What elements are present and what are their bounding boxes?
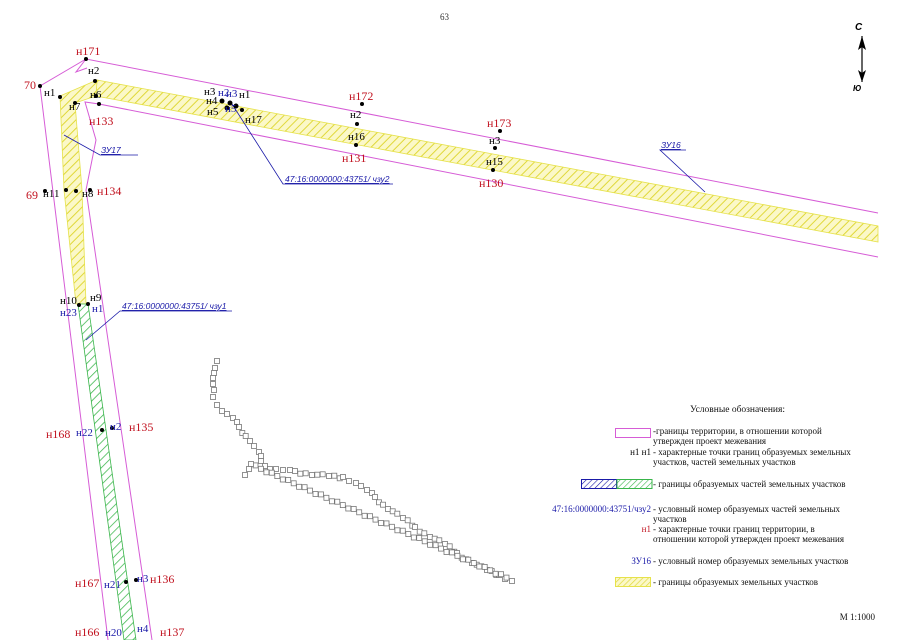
point-label-n137: н137 xyxy=(160,625,184,639)
point-label-n168: н168 xyxy=(46,427,70,441)
legend-parcel-number-code: ЗУ16 xyxy=(631,556,651,566)
point-label-69: 69 xyxy=(26,188,38,202)
point-label-b-n6: н6 xyxy=(90,89,102,101)
point-label-u-n3: н3 xyxy=(137,573,149,585)
point-label-n173: н173 xyxy=(487,116,511,130)
point-label-b-n2-mid: н2 xyxy=(350,109,361,121)
compass-south-label: Ю xyxy=(853,84,862,93)
point-label-b-n9: н9 xyxy=(90,292,102,304)
legend-text: - границы образуемых земельных участков xyxy=(653,577,819,587)
point-label-b-n2: н2 xyxy=(88,65,99,77)
point-label-b-n8: н8 xyxy=(82,188,94,200)
leader-label-chzu1: 47:16:0000000:43751/ чзу1 xyxy=(122,301,227,311)
leader-label-zu16: ЗУ16 xyxy=(661,140,681,150)
leader-label-chzu2: 47:16:0000000:43751/ чзу2 xyxy=(285,174,390,184)
legend-parcels-swatch xyxy=(615,577,651,587)
point-label-u-n21: н21 xyxy=(104,579,121,591)
territory-boundary xyxy=(39,58,879,640)
legend-text: - условный номер образуемых частей земел… xyxy=(653,504,841,524)
point-label-u-n22: н22 xyxy=(76,427,93,439)
point-label-u-n4: н4 xyxy=(137,623,149,635)
point-label-u-n2-top: н2 xyxy=(218,87,229,99)
point-label-n171: н171 xyxy=(76,44,100,58)
point-label-u-n23: н23 xyxy=(60,307,77,319)
point-label-b-n3: н3 xyxy=(204,86,216,98)
legend-part-number-code: 47:16:0000000:43751/чзу2 xyxy=(552,504,651,514)
point-label-70: 70 xyxy=(24,78,36,92)
point-label-u-n5-top: н5 xyxy=(225,103,237,115)
point-label-n130: н130 xyxy=(479,176,503,190)
point-label-b-n10: н10 xyxy=(60,295,77,307)
point-label-b-n17: н17 xyxy=(245,114,262,126)
point-label-b-n1: н1 xyxy=(44,87,55,99)
point-label-b-n7: н7 xyxy=(69,101,81,113)
legend-text: - характерные точки границ территории, в… xyxy=(653,524,844,544)
leader-lines xyxy=(63,103,706,341)
legend-parts-swatch xyxy=(581,479,653,489)
legend-title: Условные обозначения: xyxy=(690,405,786,415)
point-label-n172: н172 xyxy=(349,89,373,103)
legend-territory-points-symbol: н1 xyxy=(641,524,651,534)
point-label-b-n3-mid: н3 xyxy=(489,135,501,147)
point-label-b-n15: н15 xyxy=(486,156,503,168)
point-label-u-n3-top: н3 xyxy=(226,88,238,100)
point-label-u-n1: н1 xyxy=(92,303,103,315)
map-scale: М 1:1000 xyxy=(839,612,875,622)
point-label-b-n1-top: н1 xyxy=(239,89,250,101)
legend-text: -границы территории, в отношении которой… xyxy=(653,426,822,446)
point-label-b-n16: н16 xyxy=(348,131,365,143)
point-label-b-n5: н5 xyxy=(207,106,219,118)
point-label-b-n11: н11 xyxy=(43,188,59,200)
legend-text: - условный номер образуемых земельных уч… xyxy=(653,556,849,566)
point-label-n133: н133 xyxy=(89,114,113,128)
point-label-n134: н134 xyxy=(97,184,121,198)
point-label-n136: н136 xyxy=(150,572,174,586)
legend-points-symbol: н1 н1 xyxy=(630,447,651,457)
compass-arrow-icon xyxy=(858,36,866,82)
legend-text: - характерные точки границ образуемых зе… xyxy=(653,447,851,467)
point-label-n167: н167 xyxy=(75,576,99,590)
part-chzu1-strip xyxy=(77,303,137,640)
point-label-u-n20: н20 xyxy=(105,627,122,639)
legend-territory-swatch xyxy=(615,428,651,438)
point-label-n131: н131 xyxy=(342,151,366,165)
page-number: 63 xyxy=(440,12,449,22)
scanned-noise-marks xyxy=(210,358,515,584)
compass-north-label: С xyxy=(855,22,863,33)
parcel-zu17-strip xyxy=(59,79,98,305)
point-label-n135: н135 xyxy=(129,420,153,434)
point-label-b-n4: н4 xyxy=(206,95,218,107)
point-label-n166: н166 xyxy=(75,625,99,639)
leader-label-zu17: ЗУ17 xyxy=(101,145,121,155)
boundary-points xyxy=(38,57,502,584)
legend-text: - границы образуемых частей земельных уч… xyxy=(653,479,846,489)
point-label-u-n2: н2 xyxy=(110,421,121,433)
